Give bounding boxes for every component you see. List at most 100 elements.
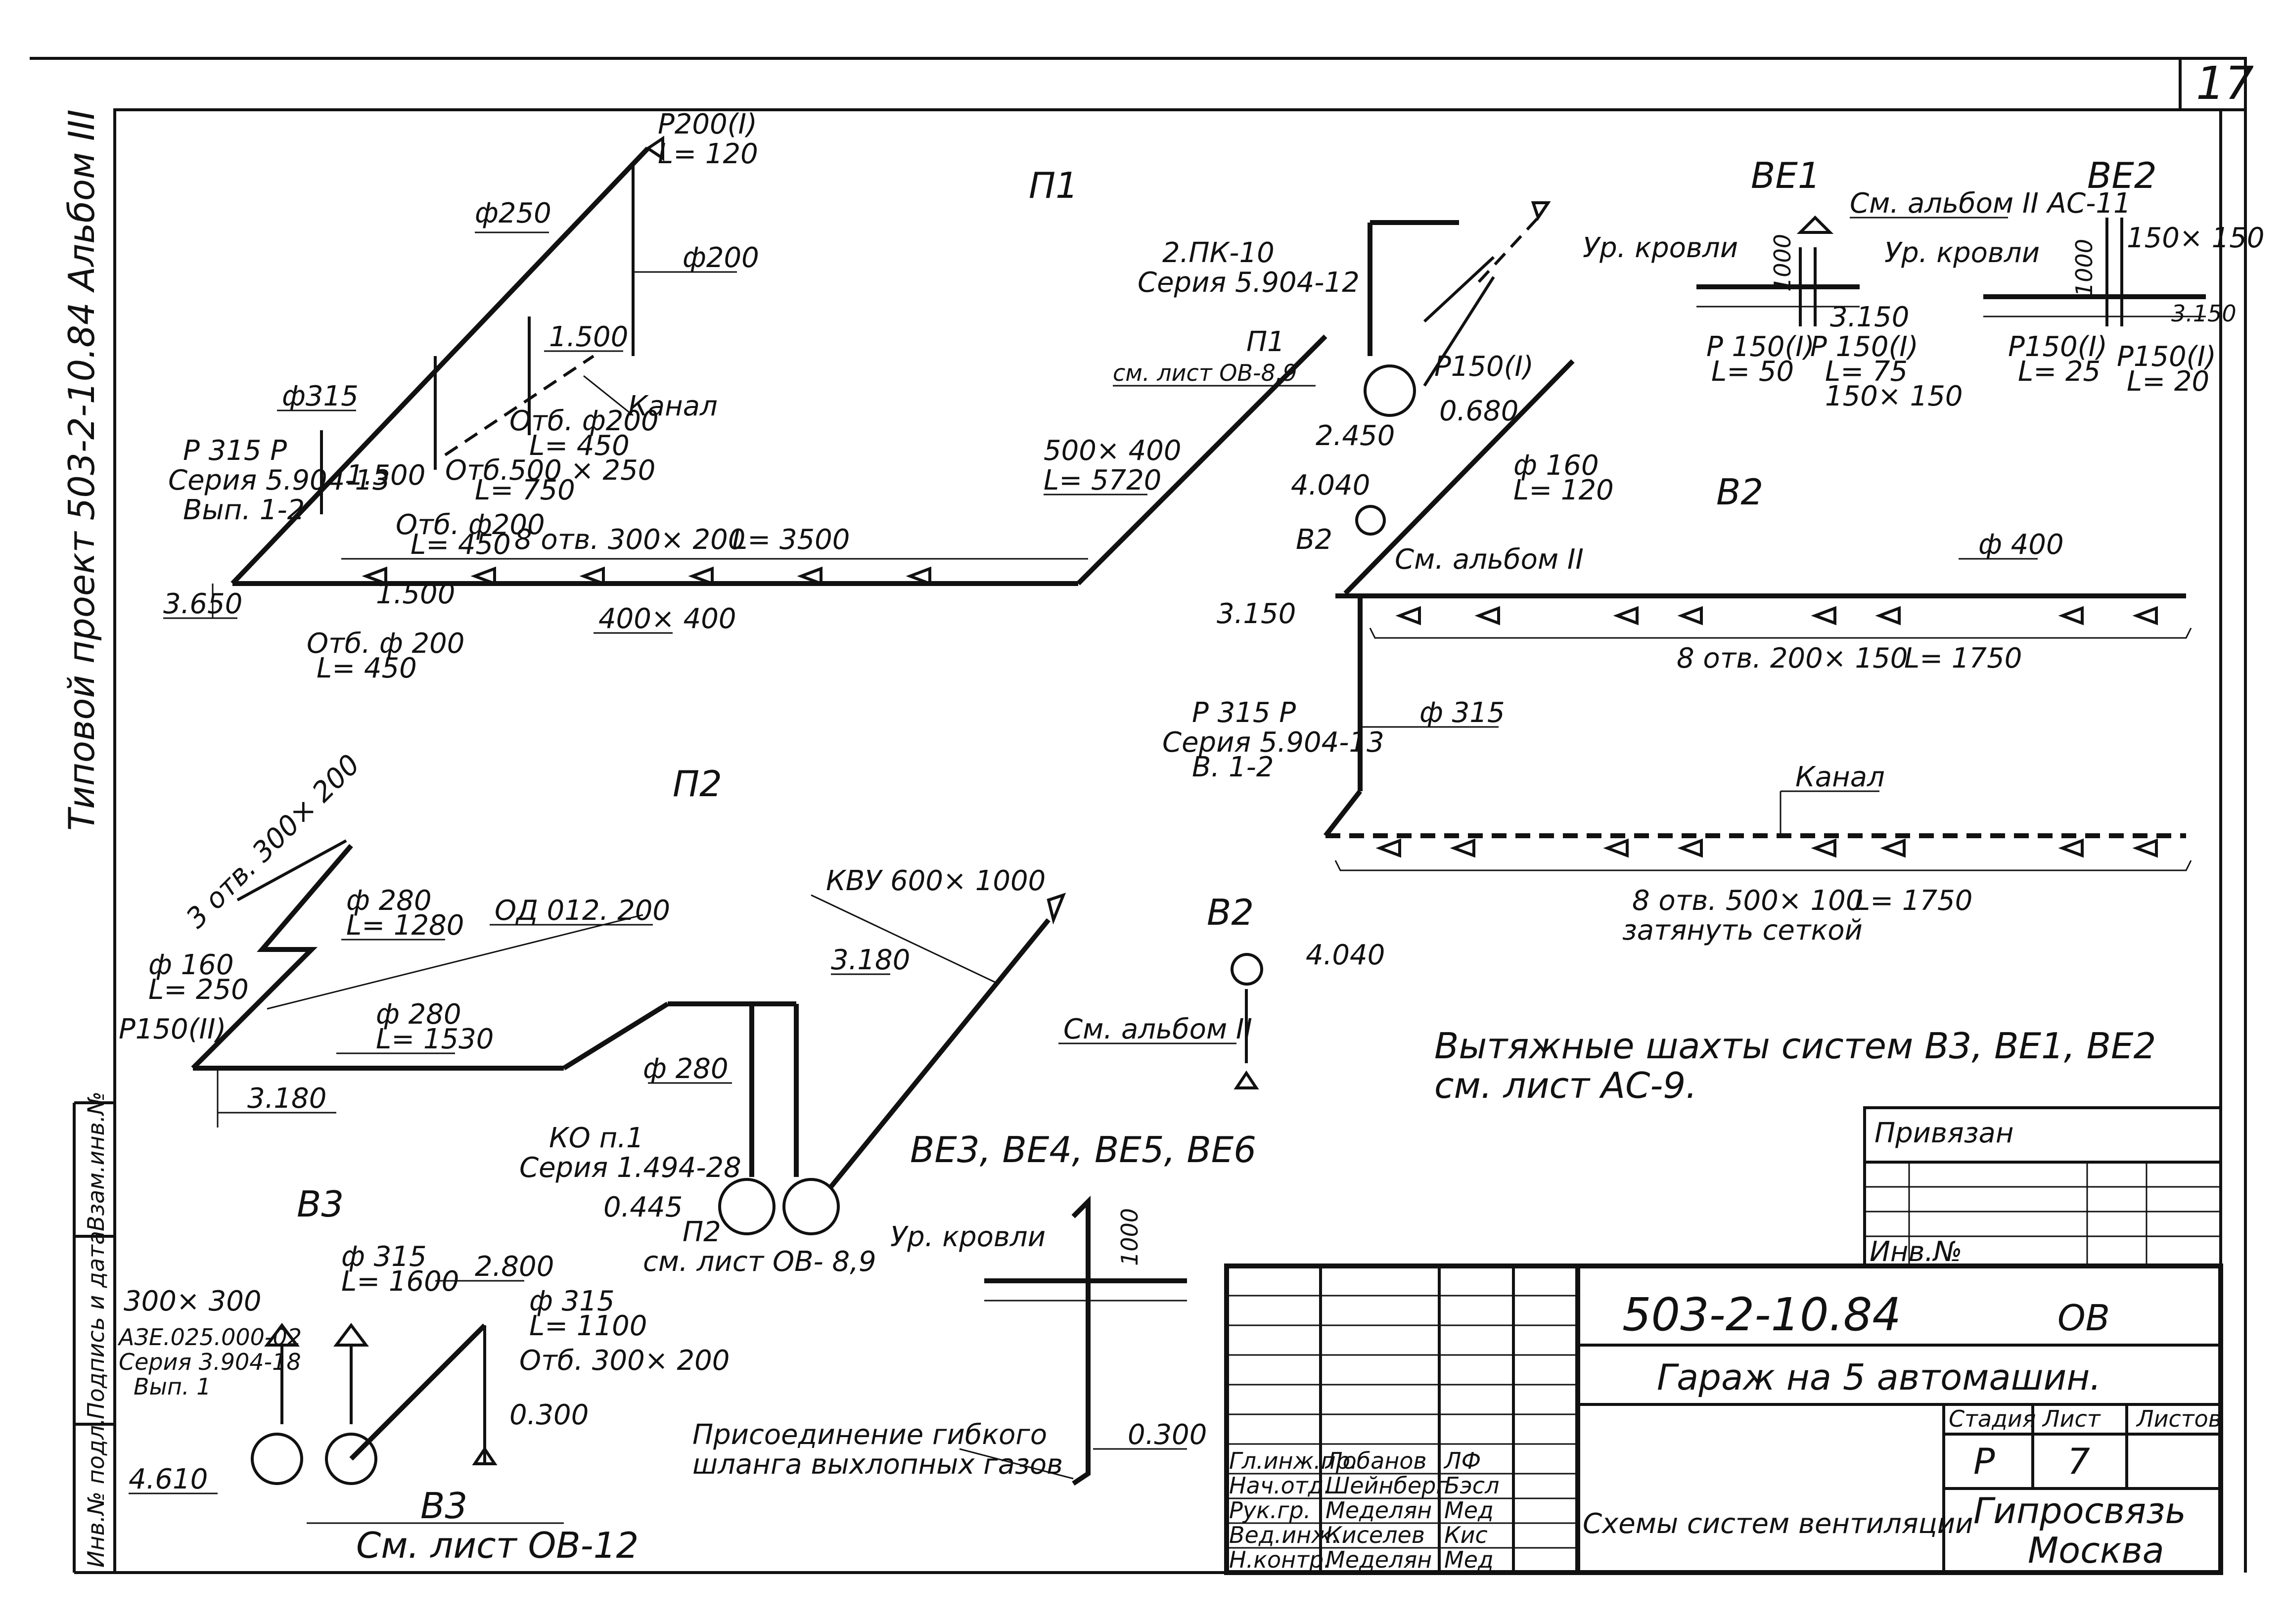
svg-text:400× 400: 400× 400 bbox=[598, 603, 736, 635]
org-city: Москва bbox=[2028, 1530, 2164, 1571]
project-note: Типовой проект 503-2-10.84 Альбом III bbox=[61, 109, 102, 831]
system-p1: П1 Р200(I) L= 120 ф200 ф250 1.500 Канал … bbox=[163, 108, 1551, 684]
svg-text:Отб. ф200: Отб. ф200 bbox=[509, 405, 659, 437]
svg-text:шланга выхлопных газов: шланга выхлопных газов bbox=[692, 1448, 1063, 1481]
svg-text:Лист: Лист bbox=[2042, 1405, 2101, 1432]
svg-text:L= 20: L= 20 bbox=[2127, 365, 2209, 398]
side-stamp: Взам.инв.№ Подпись и дата Инв.№ подл. bbox=[73, 1091, 115, 1574]
svg-text:L= 450: L= 450 bbox=[529, 430, 630, 462]
svg-text:Отб. ф 200: Отб. ф 200 bbox=[307, 628, 464, 660]
svg-text:См. лист ОВ-12: См. лист ОВ-12 bbox=[356, 1525, 639, 1566]
note-line-1: Вытяжные шахты систем В3, ВЕ1, ВЕ2 bbox=[1434, 1025, 2156, 1067]
svg-text:см. лист ОВ-8,9: см. лист ОВ-8,9 bbox=[1113, 360, 1297, 386]
system-be1-title: ВЕ1 bbox=[1751, 155, 1821, 196]
svg-text:L= 25: L= 25 bbox=[2018, 356, 2101, 388]
svg-text:См. альбом II: См. альбом II bbox=[1063, 1013, 1252, 1045]
svg-text:150× 150: 150× 150 bbox=[1825, 380, 1963, 412]
svg-text:L= 50: L= 50 bbox=[1711, 356, 1794, 388]
grille-row bbox=[362, 566, 931, 586]
svg-text:Серия 3.904-18: Серия 3.904-18 bbox=[119, 1349, 301, 1375]
svg-text:150× 150: 150× 150 bbox=[2127, 222, 2265, 254]
svg-text:См. альбом II: См. альбом II bbox=[1395, 543, 1584, 576]
svg-text:ф 160: ф 160 bbox=[148, 949, 234, 981]
svg-text:Р150(II): Р150(II) bbox=[119, 1013, 226, 1045]
svg-text:4.610: 4.610 bbox=[129, 1463, 208, 1495]
svg-text:3.180: 3.180 bbox=[247, 1083, 326, 1115]
staff-row: Нач.отд. Шейнберг Бэсл bbox=[1229, 1472, 1500, 1499]
system-v2b: В2 4.040 См. альбом II bbox=[1058, 892, 1385, 1089]
drawing-name: Схемы систем вентиляции bbox=[1583, 1508, 1973, 1540]
svg-text:3.150: 3.150 bbox=[1217, 598, 1296, 630]
org-name: Гипросвязь bbox=[1973, 1490, 2186, 1532]
svg-text:L= 1100: L= 1100 bbox=[529, 1310, 647, 1342]
note-block: Вытяжные шахты систем В3, ВЕ1, ВЕ2 см. л… bbox=[1434, 1025, 2156, 1106]
svg-text:Кис: Кис bbox=[1444, 1522, 1488, 1548]
svg-text:L= 1750: L= 1750 bbox=[1855, 885, 1972, 917]
svg-text:L= 3500: L= 3500 bbox=[732, 524, 850, 556]
svg-text:затянуть сеткой: затянуть сеткой bbox=[1622, 914, 1863, 947]
system-p2-title: П2 bbox=[673, 763, 722, 805]
svg-text:3.150: 3.150 bbox=[1830, 301, 1909, 333]
svg-text:ф250: ф250 bbox=[475, 197, 551, 229]
system-p1-title: П1 bbox=[1029, 165, 1078, 206]
object-name: Гараж на 5 автомашин. bbox=[1657, 1356, 2101, 1398]
system-p2: П2 3 отв. 300× 200 ф 280 L= 1280 ф 160 L… bbox=[119, 748, 1066, 1278]
note-line-2: см. лист АС-9. bbox=[1434, 1065, 1697, 1106]
system-be3: ВЕ3, ВЕ4, ВЕ5, ВЕ6 Ур. кровли 1000 0.300… bbox=[692, 1129, 1256, 1486]
svg-text:L= 75: L= 75 bbox=[1825, 356, 1908, 388]
svg-text:1.500: 1.500 bbox=[549, 321, 628, 353]
svg-text:В2: В2 bbox=[1296, 524, 1332, 556]
svg-text:см. лист ОВ- 8,9: см. лист ОВ- 8,9 bbox=[643, 1246, 876, 1278]
svg-text:L= 120: L= 120 bbox=[1513, 474, 1614, 506]
doc-code: 503-2-10.84 bbox=[1622, 1288, 1901, 1341]
doc-mark: ОВ bbox=[2057, 1297, 2110, 1339]
svg-text:2.450: 2.450 bbox=[1316, 420, 1395, 452]
side-stamp-cell: Инв.№ подл. bbox=[83, 1418, 109, 1568]
svg-text:П1: П1 bbox=[1246, 326, 1285, 358]
svg-text:Вып. 1-2: Вып. 1-2 bbox=[183, 494, 305, 526]
side-stamp-cell: Подпись и дата bbox=[83, 1231, 109, 1419]
stage-value: Р bbox=[1973, 1441, 1995, 1482]
svg-text:Серия 1.494-28: Серия 1.494-28 bbox=[519, 1152, 741, 1184]
svg-text:Листов: Листов bbox=[2136, 1405, 2222, 1432]
inv-label: Инв.№ bbox=[1870, 1236, 1963, 1268]
svg-text:ф315: ф315 bbox=[282, 380, 359, 412]
svg-text:3 отв. 300× 200: 3 отв. 300× 200 bbox=[180, 748, 366, 934]
svg-text:ф 280: ф 280 bbox=[376, 998, 461, 1031]
svg-text:8 отв. 500× 100: 8 отв. 500× 100 bbox=[1632, 885, 1863, 917]
svg-text:Р150(I): Р150(I) bbox=[2008, 331, 2107, 363]
svg-text:Серия 5.904-13: Серия 5.904-13 bbox=[168, 464, 390, 496]
system-be2: ВЕ2 Ур. кровли 1000 150× 150 3.150 Р150(… bbox=[1884, 155, 2265, 398]
svg-text:0.445: 0.445 bbox=[603, 1191, 683, 1223]
svg-text:Шейнберг: Шейнберг bbox=[1325, 1472, 1448, 1499]
svg-text:L= 750: L= 750 bbox=[475, 474, 575, 506]
system-v3-title: В3 bbox=[297, 1183, 344, 1225]
svg-text:8 отв. 200× 150: 8 отв. 200× 150 bbox=[1677, 642, 1908, 675]
svg-text:ф 315: ф 315 bbox=[529, 1285, 615, 1317]
svg-text:L= 1530: L= 1530 bbox=[376, 1023, 494, 1055]
svg-text:4.040: 4.040 bbox=[1306, 939, 1385, 971]
svg-text:Вед.инж.: Вед.инж. bbox=[1229, 1522, 1339, 1548]
svg-text:ф 160: ф 160 bbox=[1513, 450, 1599, 482]
svg-text:ф 315: ф 315 bbox=[1419, 697, 1505, 729]
svg-text:1000: 1000 bbox=[1769, 234, 1796, 292]
svg-text:Отб. ф200: Отб. ф200 bbox=[396, 509, 545, 541]
svg-text:Лобанов: Лобанов bbox=[1325, 1447, 1427, 1474]
svg-text:Канал: Канал bbox=[628, 390, 718, 422]
svg-text:3.650: 3.650 bbox=[163, 588, 242, 620]
svg-text:Нач.отд.: Нач.отд. bbox=[1229, 1472, 1331, 1499]
svg-text:L= 450: L= 450 bbox=[317, 652, 417, 684]
svg-text:Ур. кровли: Ур. кровли bbox=[890, 1221, 1046, 1253]
svg-text:Ур. кровли: Ур. кровли bbox=[1884, 237, 2040, 269]
svg-text:ЛФ: ЛФ bbox=[1443, 1447, 1481, 1474]
svg-text:Серия 5.904-13: Серия 5.904-13 bbox=[1162, 726, 1384, 759]
side-stamp-cell: Взам.инв.№ bbox=[83, 1091, 109, 1231]
system-v2: В2 ф 160 L= 120 4.040 В2 См. альбом II ф… bbox=[1162, 359, 2192, 947]
svg-text:В. 1-2: В. 1-2 bbox=[1192, 751, 1274, 783]
svg-text:Р 150(I): Р 150(I) bbox=[1706, 331, 1815, 363]
svg-text:3.150: 3.150 bbox=[2171, 300, 2237, 327]
svg-text:Вып. 1: Вып. 1 bbox=[134, 1373, 211, 1400]
svg-text:ф200: ф200 bbox=[683, 242, 759, 274]
privyazan-label: Привязан bbox=[1874, 1117, 2013, 1149]
svg-text:Меделян: Меделян bbox=[1325, 1546, 1432, 1573]
